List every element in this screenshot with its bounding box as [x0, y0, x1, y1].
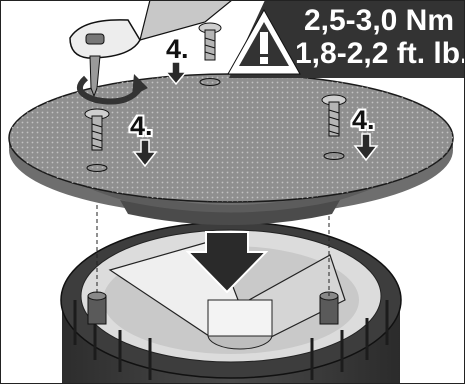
torque-spec-text: 2,5-3,0 Nm 1,8-2,2 ft. lb.	[295, 4, 463, 70]
torque-metric: 2,5-3,0 Nm	[295, 4, 463, 37]
step-label-left: 4.	[130, 113, 153, 140]
step-label-right: 4.	[352, 107, 375, 134]
torque-imperial: 1,8-2,2 ft. lb.	[295, 37, 463, 70]
step-label-top: 4.	[166, 36, 189, 63]
torque-spec-box: 2,5-3,0 Nm 1,8-2,2 ft. lb.	[229, 0, 465, 80]
cover-disc	[9, 74, 453, 225]
